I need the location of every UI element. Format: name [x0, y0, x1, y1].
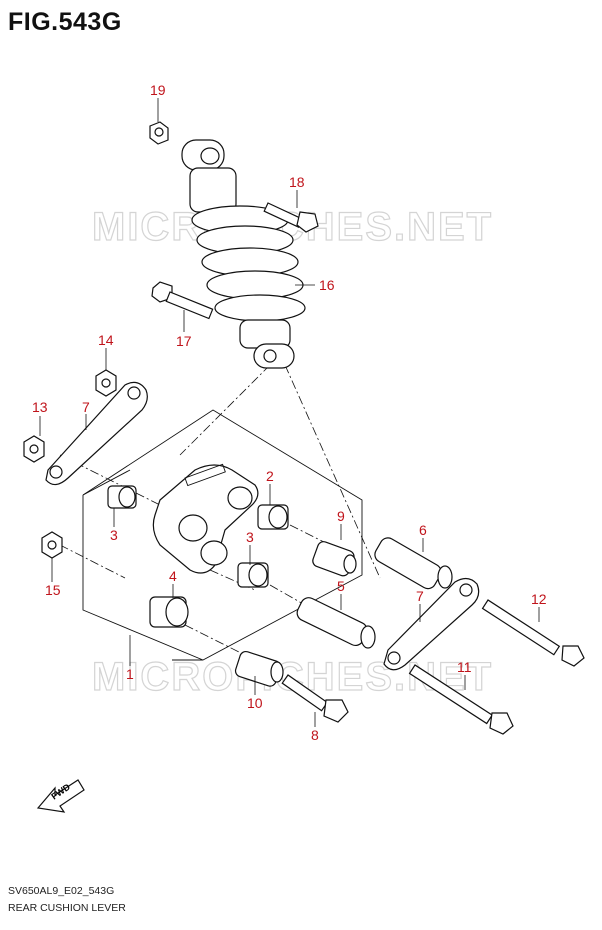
spacer-10 — [234, 650, 284, 687]
callout-numbers: 19 18 16 17 14 13 7 2 3 9 6 3 4 15 5 12 … — [32, 82, 547, 743]
rear-shock-absorber — [181, 139, 306, 369]
callout-9: 9 — [337, 508, 345, 524]
cushion-rod-7-lower — [383, 577, 480, 671]
model-code: SV650AL9_E02_543G — [8, 885, 115, 897]
callout-17: 17 — [176, 333, 192, 349]
spacer-6 — [374, 537, 453, 590]
callout-16: 16 — [319, 277, 335, 293]
callout-7-upper: 7 — [82, 399, 90, 415]
bearing-3-middle — [237, 562, 269, 588]
bolt-18 — [263, 202, 319, 233]
callout-6: 6 — [419, 522, 427, 538]
callout-leaders — [39, 98, 540, 727]
callout-18: 18 — [289, 174, 305, 190]
callout-5: 5 — [337, 578, 345, 594]
callout-11: 11 — [457, 659, 472, 675]
bolt-17 — [151, 281, 214, 320]
callout-13: 13 — [32, 399, 48, 415]
callout-19: 19 — [150, 82, 166, 98]
callout-7-lower: 7 — [416, 588, 424, 604]
callout-1: 1 — [126, 666, 134, 682]
nut-15 — [41, 531, 63, 559]
bearing-2 — [257, 504, 289, 530]
callout-2: 2 — [266, 468, 274, 484]
callout-15: 15 — [45, 582, 61, 598]
bolt-11 — [408, 664, 514, 735]
callout-10: 10 — [247, 695, 263, 711]
diagram-name: REAR CUSHION LEVER — [8, 902, 126, 914]
cushion-rod-7-upper — [45, 381, 148, 486]
callout-4: 4 — [169, 568, 177, 584]
spacer-5 — [296, 597, 376, 649]
cushion-lever-1 — [152, 463, 259, 574]
nut-14 — [95, 369, 117, 397]
callout-12: 12 — [531, 591, 547, 607]
callout-3-left: 3 — [110, 527, 118, 543]
bearing-3-left — [107, 485, 137, 509]
nut-19 — [149, 121, 169, 145]
callout-3-middle: 3 — [246, 529, 254, 545]
nut-13 — [23, 435, 45, 463]
bolt-8 — [281, 674, 349, 723]
bearing-4 — [149, 596, 189, 628]
spacer-9 — [312, 541, 357, 577]
figure-title: FIG.543G — [8, 8, 122, 36]
assembly-outline — [82, 409, 363, 661]
callout-8: 8 — [311, 727, 319, 743]
forward-arrow-icon: FWD — [36, 779, 85, 813]
bolt-12 — [481, 599, 585, 667]
callout-14: 14 — [98, 332, 114, 348]
